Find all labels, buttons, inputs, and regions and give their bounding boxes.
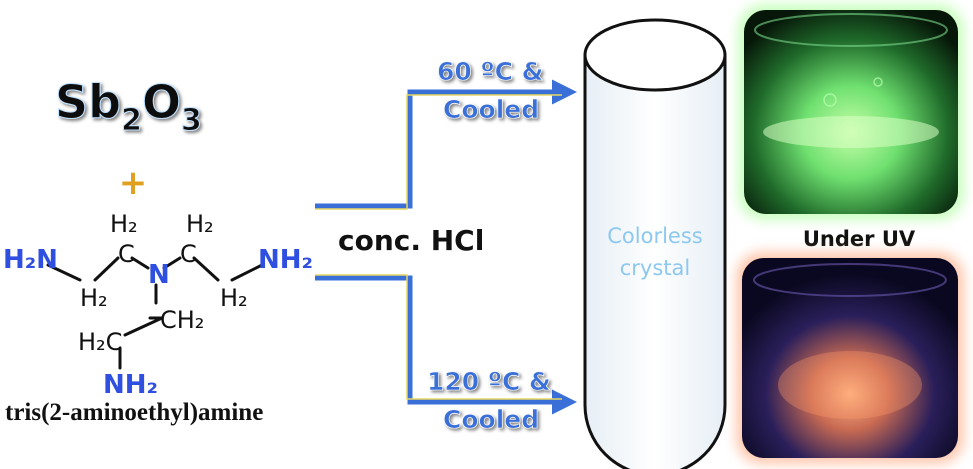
route-top-label: 60 ºC & Cooled [437,57,544,125]
compound-name: tris(2-aminoethyl)amine [5,399,263,426]
arrow-edges [315,94,562,400]
crystal-cylinder: Colorless crystal [583,18,727,469]
product-line2: crystal [620,256,691,280]
product-line1: Colorless [607,224,702,248]
formula-o: O [142,75,181,129]
tren-bonds [46,256,264,370]
arrow-bottom-route [315,275,577,415]
arrow-top-route [315,79,577,209]
formula-sb: Sb [55,75,121,129]
svg-text:Sb2O3: Sb2O3 [55,75,202,138]
route-top-line2: Cooled [443,95,539,124]
route-bottom-line2: Cooled [443,405,539,434]
under-uv-label: Under UV [803,227,916,251]
h2-top-right: H₂ [186,210,214,238]
reaction-arrows [315,79,577,415]
bottom-amine-label: NH₂ [103,370,158,400]
formula-sub-3: 3 [181,103,202,138]
c-top-left: C [118,240,135,268]
h2-top-left: H₂ [110,210,138,238]
route-top-line1: 60 ºC & [437,57,543,86]
h2-bottom-left: H₂ [80,284,108,312]
antimony-oxide-formula: Sb2O3 [55,75,203,139]
tren-structure: H₂N H₂ C H₂ N H₂ C H₂ NH₂ CH₂ H₂C NH₂ tr… [3,210,313,426]
right-amine-label: NH₂ [258,245,313,275]
left-amine-label: H₂N [3,245,58,275]
route-bottom-label: 120 ºC & Cooled [427,367,551,435]
orange-emission-photo [736,252,964,464]
ch2-label: CH₂ [160,306,204,334]
route-bottom-line1: 120 ºC & [427,367,551,396]
plus-sign: + [119,163,148,203]
formula-sub-2: 2 [121,103,142,138]
central-nitrogen: N [148,260,170,290]
h2-bottom-right: H₂ [220,284,248,312]
reagent-label: conc. HCl [338,224,484,257]
h2c-label: H₂C [78,328,122,356]
c-top-right: C [180,240,197,268]
green-emission-photo [738,4,964,220]
